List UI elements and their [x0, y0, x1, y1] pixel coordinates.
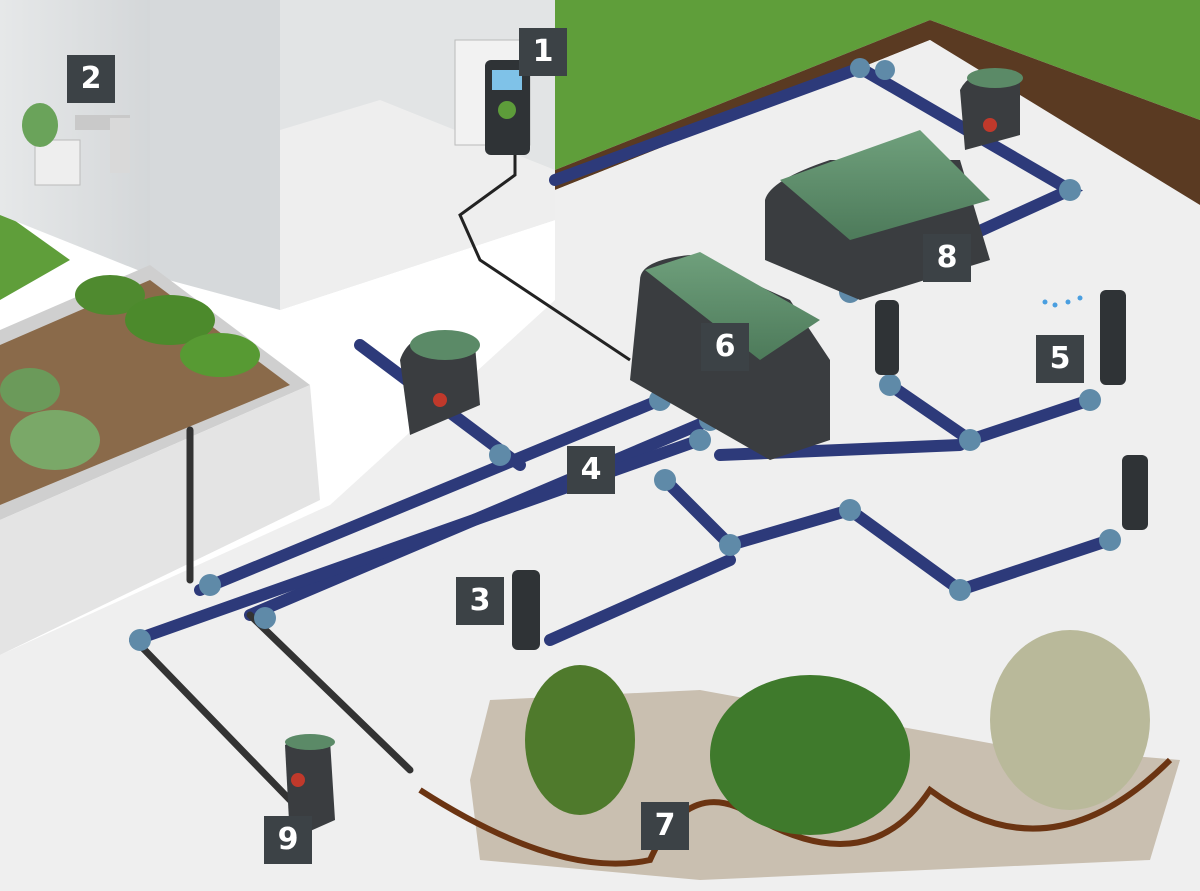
bed-plant-3 [75, 275, 145, 315]
sprinkler-mid [875, 300, 899, 375]
valve-box-top-right [960, 68, 1023, 150]
shrub [710, 675, 910, 835]
bed-plant-1 [0, 368, 60, 412]
pampas-grass [990, 630, 1150, 810]
sprinkler-front [512, 570, 540, 650]
grass-plant [525, 665, 635, 815]
label-valve-box-large: 6 [701, 323, 749, 371]
label-water-tap-box: 9 [264, 816, 312, 864]
irrigation-controller [454, 39, 631, 362]
sprinklers [512, 290, 1148, 650]
sprinkler-right [1122, 455, 1148, 530]
raised-garden-bed [0, 265, 320, 655]
label-drip-line: 7 [641, 802, 689, 850]
water-tap-box [285, 734, 335, 840]
pipe-fittings [129, 58, 1121, 651]
label-valve-box-rear: 8 [923, 234, 971, 282]
sprinkler-spray [1100, 290, 1126, 385]
label-rain-sensor: 2 [67, 55, 115, 103]
label-sprinkler-front: 3 [456, 577, 504, 625]
valve-box-small-left [400, 330, 480, 435]
bed-plant-2 [10, 410, 100, 470]
label-sprinkler-spray: 5 [1036, 335, 1084, 383]
bed-plant-4 [125, 295, 215, 345]
bed-plant-5 [180, 333, 260, 377]
rain-sensor [22, 103, 130, 186]
label-main-pipes: 4 [567, 446, 615, 494]
label-controller: 1 [519, 28, 567, 76]
